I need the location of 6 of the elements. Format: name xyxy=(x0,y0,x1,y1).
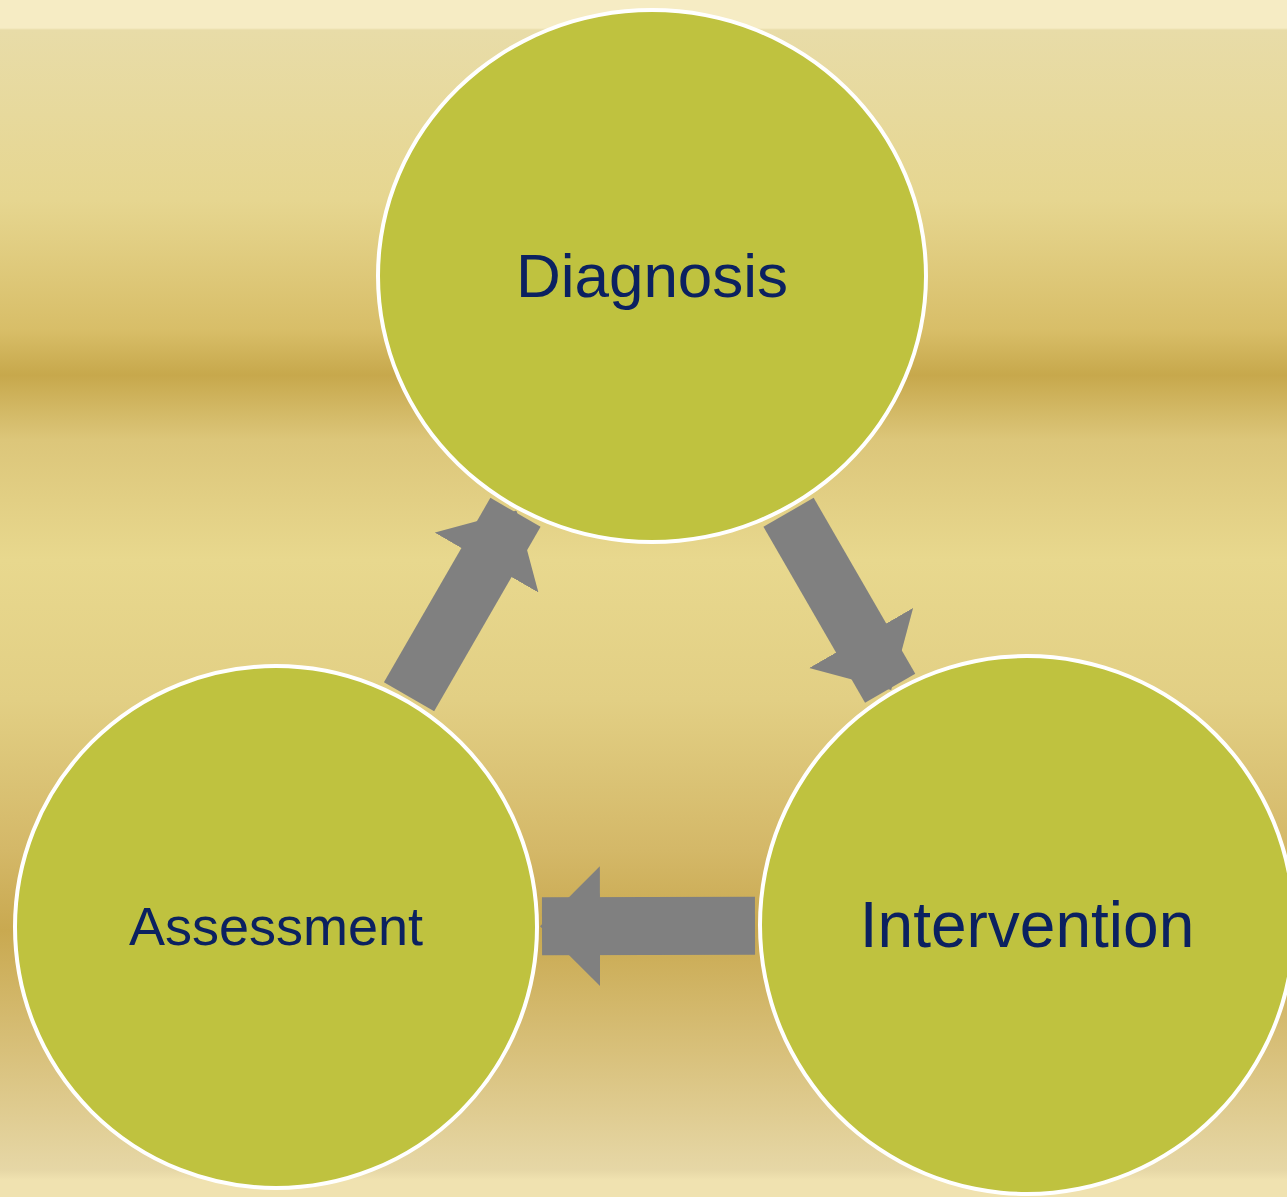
stage-label: Assessment xyxy=(128,897,424,957)
stage-label: Diagnosis xyxy=(515,241,789,311)
stage-label: Intervention xyxy=(859,889,1195,961)
block-arrow xyxy=(383,497,541,712)
block-arrow xyxy=(763,497,916,703)
block-arrow xyxy=(540,866,756,987)
